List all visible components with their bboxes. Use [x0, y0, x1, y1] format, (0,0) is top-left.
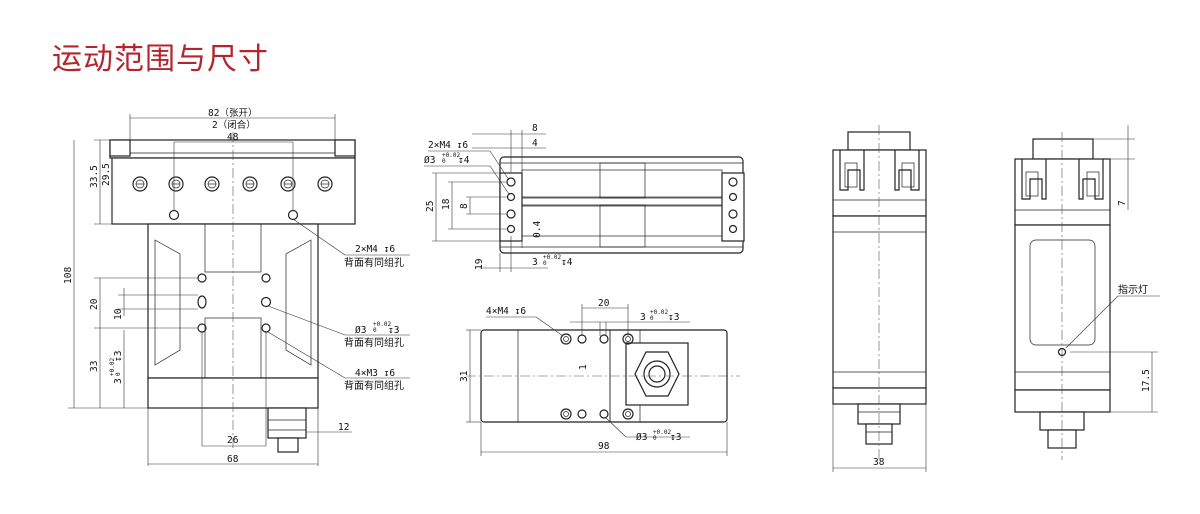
dim-stroke-closed: 2（闭合）: [212, 119, 256, 131]
dim-3-tol: +0.02: [650, 309, 668, 316]
note-m4: 4×M4 ↧6: [486, 306, 526, 317]
dim-33: 33: [89, 361, 100, 372]
dim-20: 20: [89, 298, 100, 310]
dim-0-4: 0.4: [532, 221, 543, 238]
top-view: 8 4 2×M4 ↧6 Ø3 +0.02 0 ↧4 25 18 8 0.4 19…: [424, 123, 745, 272]
dim-48: 48: [227, 132, 239, 143]
dim-3: 3: [640, 312, 646, 323]
dim-68: 68: [227, 454, 239, 465]
dim-29-5: 29.5: [101, 163, 112, 186]
bottom-view: 4×M4 ↧6 20 3 +0.02 0 ↧3 1 31 Ø3 +0.02 0 …: [459, 298, 740, 456]
jaw-screws: [132, 176, 333, 192]
dim-20: 20: [598, 298, 610, 309]
note-pin: Ø3: [355, 325, 366, 336]
dim-10: 10: [113, 308, 124, 320]
note-pin-tol: +0.02: [653, 429, 671, 436]
dim-33-5: 33.5: [89, 165, 100, 188]
rear-view: 指示灯 7 17.5: [1014, 125, 1160, 460]
side-view: 38: [832, 125, 927, 472]
note-m3-back: 背面有同组孔: [344, 379, 404, 392]
dim-pin-depth: ↧3: [113, 351, 124, 362]
note-pin: Ø3: [424, 155, 435, 166]
dim-12: 12: [338, 422, 349, 433]
note-pin-back: 背面有同组孔: [344, 336, 404, 349]
dim-3: 3: [532, 257, 538, 268]
front-view: 82（张开） 2（闭合） 48 33.5 29.5 108 20 10 33 3…: [63, 107, 410, 466]
note-m4: 2×M4 ↧6: [428, 140, 468, 151]
note-pin-depth: ↧4: [458, 155, 470, 166]
dim-3-tol0: 0: [650, 315, 654, 322]
note-m4: 2×M4 ↧6: [355, 244, 395, 255]
dim-17-5: 17.5: [1141, 369, 1152, 392]
dim-pin-tol: +0.02: [109, 358, 116, 376]
dim-3-depth: ↧3: [668, 312, 679, 323]
note-pin: Ø3: [636, 432, 647, 443]
dim-4: 4: [532, 138, 538, 149]
page-title: 运动范围与尺寸: [52, 42, 269, 77]
dim-pin-3: 3: [113, 378, 124, 384]
dim-26: 26: [227, 435, 239, 446]
dim-7: 7: [1117, 200, 1128, 206]
dim-pin-tol0: 0: [115, 372, 122, 376]
note-indicator: 指示灯: [1118, 283, 1148, 296]
dim-25: 25: [425, 201, 436, 212]
dim-3-depth: ↧4: [561, 257, 573, 268]
note-pin-depth: ↧3: [670, 432, 681, 443]
note-pin-tol0: 0: [653, 435, 657, 442]
dim-3-tol0: 0: [543, 260, 547, 267]
dim-19: 19: [474, 258, 485, 270]
dim-stroke-open: 82（张开）: [208, 107, 257, 119]
note-pin-tol0: 0: [373, 327, 377, 334]
dim-8: 8: [532, 123, 538, 134]
dim-108: 108: [63, 267, 74, 284]
note-pin-depth: ↧3: [388, 325, 399, 336]
note-pin-tol: +0.02: [442, 152, 460, 159]
dim-3-tol: +0.02: [543, 254, 561, 261]
dim-38: 38: [873, 457, 885, 468]
dim-31: 31: [459, 370, 470, 382]
dim-1: 1: [578, 364, 589, 370]
note-m3: 4×M3 ↧6: [355, 368, 395, 379]
note-pin-tol0: 0: [442, 158, 446, 165]
note-pin-tol: +0.02: [373, 321, 391, 328]
dim-98: 98: [598, 441, 610, 452]
dim-18: 18: [441, 198, 452, 210]
note-m4-back: 背面有同组孔: [344, 256, 404, 269]
dim-8v: 8: [459, 203, 470, 209]
